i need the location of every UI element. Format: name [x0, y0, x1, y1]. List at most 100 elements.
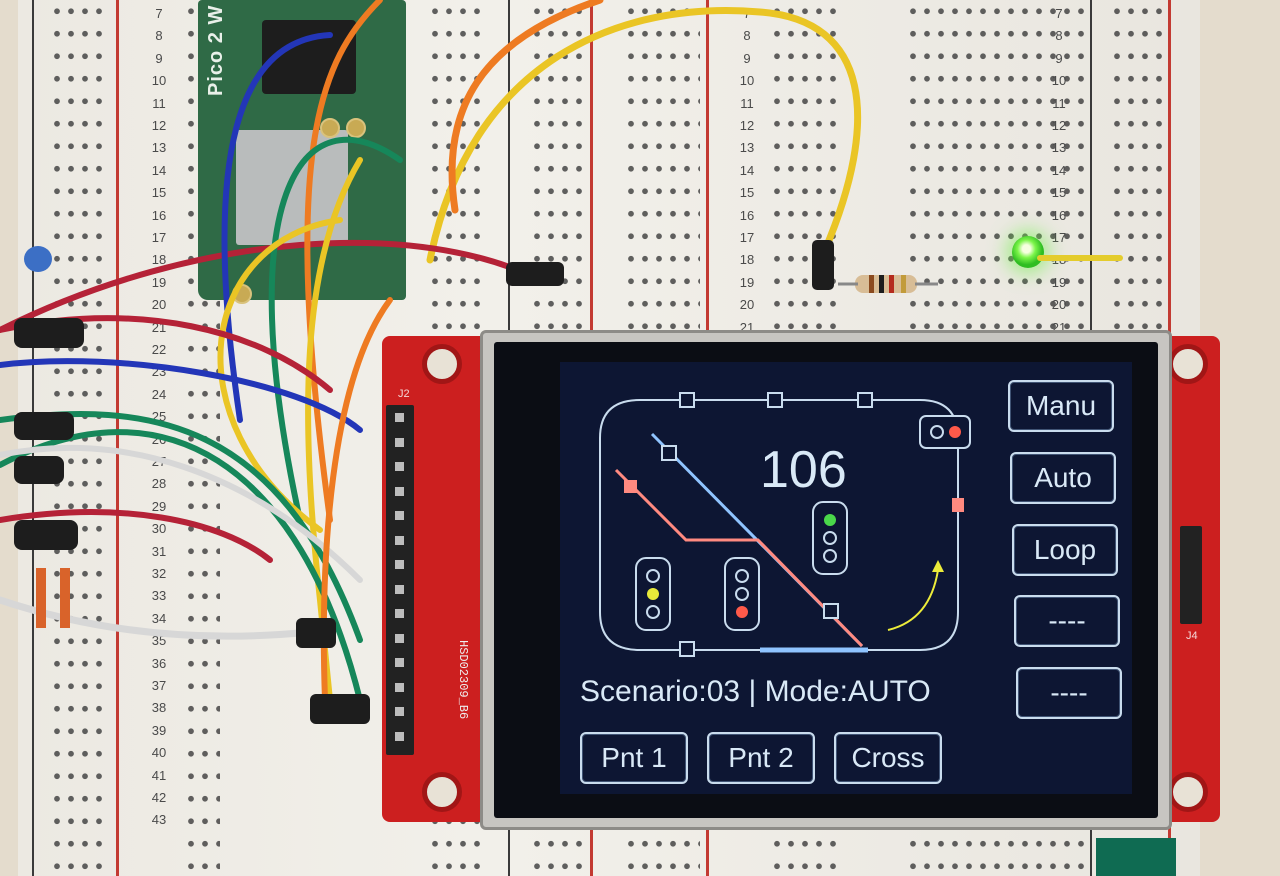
signal-lamp-off — [823, 549, 837, 563]
display-model-label: HSD02309_B6 — [456, 640, 470, 720]
row-number: 34 — [151, 610, 167, 626]
point-1-button[interactable]: Pnt 1 — [580, 732, 688, 784]
route-red — [614, 468, 864, 648]
signal-top-right — [919, 415, 971, 449]
row-number: 41 — [151, 767, 167, 783]
row-number: 18 — [739, 252, 755, 268]
pin-header-right — [1180, 526, 1202, 624]
row-number: 15 — [739, 185, 755, 201]
red-wire — [0, 239, 543, 333]
header-pin — [395, 633, 404, 643]
pin-header — [386, 405, 414, 755]
row-number: 13 — [151, 140, 167, 156]
resistor-band — [889, 275, 894, 293]
pico-pad — [346, 118, 366, 138]
header-pin — [395, 731, 404, 741]
resistor — [36, 568, 46, 628]
signal-lamp-off — [735, 569, 749, 583]
row-number: 38 — [151, 700, 167, 716]
row-number: 12 — [1051, 118, 1067, 133]
track-layout — [599, 392, 971, 657]
auto-button[interactable]: Auto — [1010, 452, 1116, 504]
row-number: 43 — [151, 812, 167, 828]
row-number: 37 — [151, 678, 167, 693]
row-number: 11 — [152, 95, 166, 111]
row-number: 7 — [155, 6, 163, 21]
wire-connector — [14, 456, 64, 484]
header-pin — [395, 682, 404, 692]
row-number: 12 — [739, 118, 755, 133]
row-number: 10 — [739, 73, 755, 89]
block-marker-occupied — [952, 498, 964, 512]
header-pin — [395, 437, 404, 447]
j2-label: J2 — [398, 388, 410, 400]
wire-connector — [310, 694, 370, 724]
header-pin — [395, 535, 404, 545]
row-number: 20 — [151, 297, 167, 313]
row-number: 19 — [1051, 274, 1067, 290]
header-pin — [395, 511, 404, 520]
signal-lamp-red — [736, 606, 748, 618]
wire-connector — [14, 520, 78, 550]
signal-lamp-yellow — [647, 588, 659, 600]
header-pin — [395, 413, 404, 422]
header-pin — [395, 560, 404, 569]
cross-button[interactable]: Cross — [834, 732, 942, 784]
header-pin — [395, 584, 404, 594]
resistor — [60, 568, 70, 628]
mount-hole — [422, 772, 462, 812]
row-number: 16 — [151, 207, 167, 223]
row-number: 32 — [151, 566, 167, 581]
row-number: 31 — [151, 543, 167, 559]
spare-button-2[interactable]: ---- — [1016, 667, 1122, 719]
wire-connector — [296, 618, 336, 648]
header-pin — [395, 462, 404, 471]
spare-button-1[interactable]: ---- — [1014, 595, 1120, 647]
board-corner — [1096, 838, 1176, 876]
row-number: 10 — [151, 73, 167, 89]
row-number: 22 — [151, 342, 167, 357]
row-number: 18 — [151, 252, 167, 268]
mount-hole — [1168, 772, 1208, 812]
row-number: 13 — [739, 140, 755, 156]
row-number: 19 — [739, 274, 755, 290]
header-pin — [395, 609, 404, 618]
row-number: 36 — [151, 655, 167, 671]
row-number: 9 — [155, 50, 163, 66]
point-marker — [661, 445, 677, 461]
signal-lamp-off — [646, 569, 660, 583]
row-number: 24 — [151, 386, 167, 402]
row-number: 8 — [155, 28, 163, 44]
signal-lamp-off — [646, 605, 660, 619]
row-number: 9 — [1055, 50, 1063, 66]
pico-pad — [320, 118, 340, 138]
row-number: 28 — [151, 476, 167, 492]
manu-button[interactable]: Manu — [1008, 380, 1114, 432]
block-marker — [767, 392, 783, 408]
wire-connector — [506, 262, 564, 286]
point-2-button[interactable]: Pnt 2 — [707, 732, 815, 784]
row-number: 16 — [739, 207, 755, 223]
orange-wire — [304, 0, 383, 523]
counter-value: 106 — [760, 441, 847, 499]
row-number: 9 — [743, 50, 751, 66]
row-number: 39 — [151, 722, 167, 738]
signal-center-right — [812, 501, 848, 575]
resistor-band — [879, 275, 884, 293]
row-number: 14 — [1051, 162, 1067, 178]
mount-hole — [422, 344, 462, 384]
row-number: 10 — [1051, 73, 1067, 89]
row-number: 15 — [1051, 185, 1067, 201]
loop-button[interactable]: Loop — [1012, 524, 1118, 576]
block-marker — [857, 392, 873, 408]
green-led — [1012, 236, 1044, 268]
row-number: 13 — [1051, 140, 1067, 156]
row-number: 33 — [151, 588, 167, 604]
block-marker — [679, 641, 695, 657]
orange-wire — [448, 0, 604, 214]
white-wire — [0, 444, 363, 583]
resistor-band — [869, 275, 874, 293]
wire-connector — [14, 318, 84, 348]
row-number: 20 — [739, 297, 755, 313]
arrow-head-icon — [932, 560, 944, 572]
